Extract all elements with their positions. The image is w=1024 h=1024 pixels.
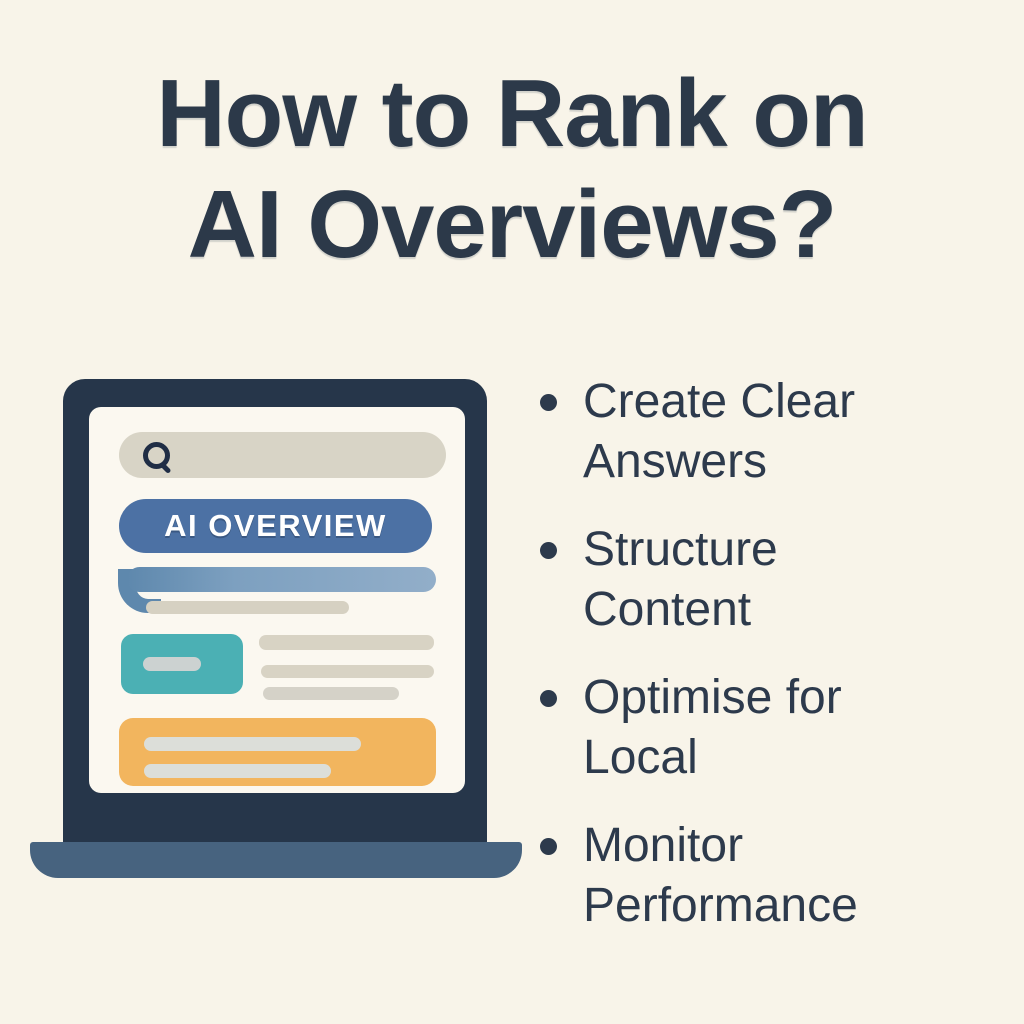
laptop-body: AI OVERVIEW	[63, 379, 487, 843]
bullet-dot	[540, 394, 557, 411]
bullet-dot	[540, 542, 557, 559]
ai-overview-label: AI OVERVIEW	[164, 508, 387, 543]
ai-overview-badge: AI OVERVIEW	[119, 499, 432, 553]
search-icon	[143, 442, 170, 469]
card-text-placeholder	[144, 764, 331, 778]
text-placeholder-line	[263, 687, 399, 700]
text-placeholder-bar	[146, 601, 349, 614]
orange-result-card	[119, 718, 436, 786]
text-placeholder-line	[259, 635, 434, 650]
bullet-dot	[540, 838, 557, 855]
laptop-base	[30, 842, 522, 878]
laptop-screen: AI OVERVIEW	[89, 407, 465, 793]
highlight-bar	[127, 567, 436, 592]
card-text-placeholder	[144, 737, 361, 751]
bullet-dot	[540, 690, 557, 707]
teal-result-card	[121, 634, 243, 694]
page-title-line2: AI Overviews?	[187, 171, 838, 278]
page-title-line1: How to Rank on	[156, 60, 868, 167]
search-bar	[119, 432, 446, 478]
text-placeholder-line	[261, 665, 434, 678]
card-text-placeholder	[143, 657, 201, 671]
